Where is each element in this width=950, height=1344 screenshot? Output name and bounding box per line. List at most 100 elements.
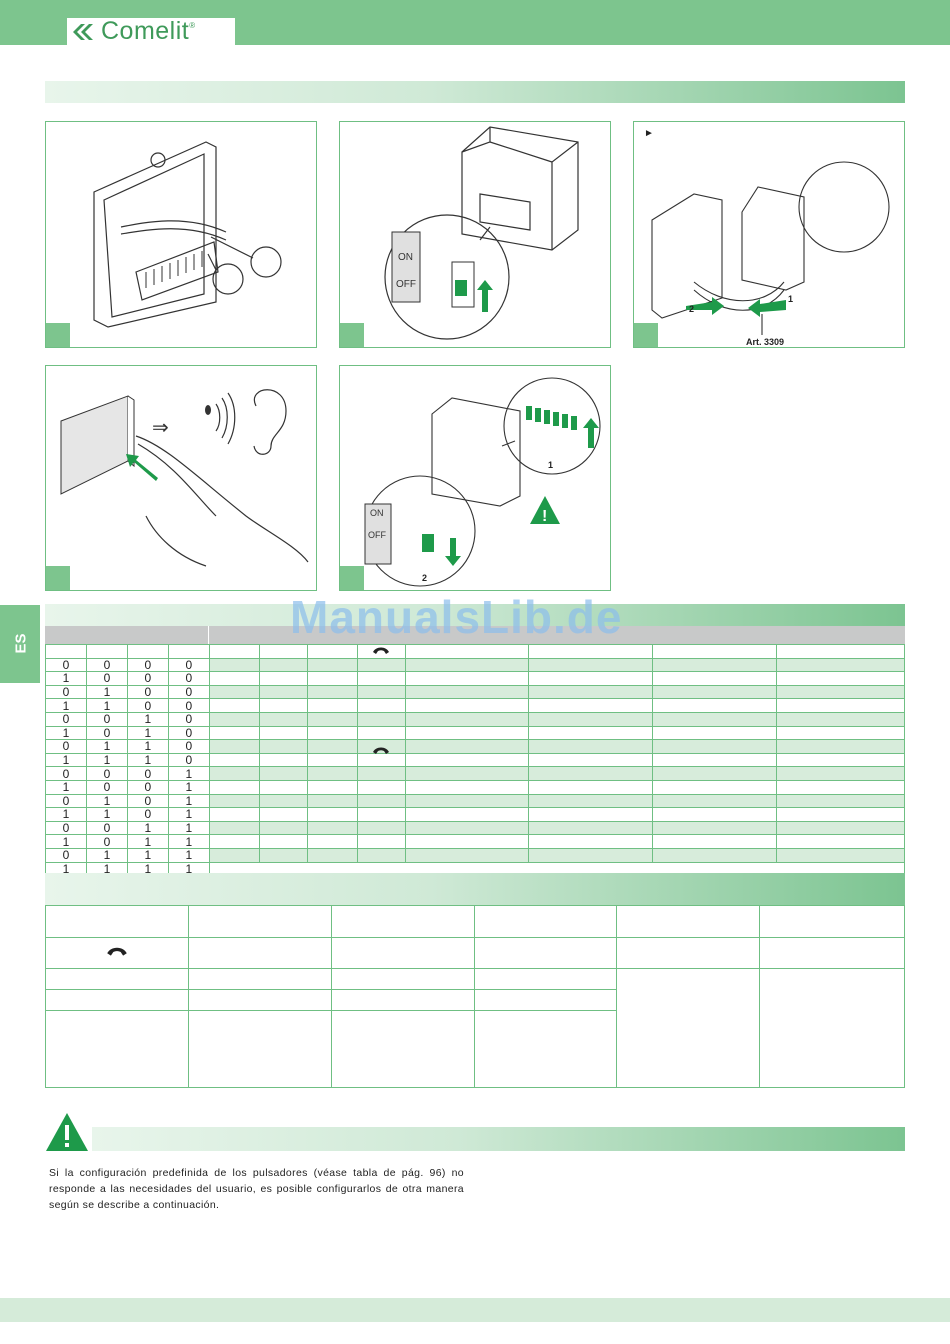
dip-bit-cell: 0 bbox=[126, 779, 169, 795]
dip-bit-cell: 1 bbox=[45, 834, 87, 849]
dip-bit-cell: 0 bbox=[85, 711, 128, 727]
dip-bit-cell: 0 bbox=[126, 793, 169, 809]
figure-2-switch: ON OFF bbox=[339, 121, 611, 348]
dip-bit-cell: 1 bbox=[45, 779, 87, 795]
svg-text:ON: ON bbox=[398, 252, 413, 263]
dip-bit-cell: 0 bbox=[167, 671, 210, 686]
dip-bit-cell: 0 bbox=[85, 766, 128, 781]
dip-bit-cell: 1 bbox=[85, 752, 128, 768]
figure-number-badge bbox=[46, 323, 70, 347]
dip-bit-cell: 1 bbox=[45, 752, 87, 768]
dip-bit-cell: 0 bbox=[126, 807, 169, 822]
switch-illustration: ON OFF bbox=[384, 126, 579, 340]
dip-bit-cell: 0 bbox=[45, 684, 87, 700]
handset-icon bbox=[373, 647, 390, 655]
svg-text:!: ! bbox=[542, 508, 547, 525]
dip-bit-cell: 1 bbox=[167, 807, 210, 822]
dip-bit-cell: 1 bbox=[167, 834, 210, 849]
dip-bit-cell: 0 bbox=[45, 711, 87, 727]
dip-bit-cell: 1 bbox=[126, 752, 169, 768]
figure-number-badge bbox=[340, 566, 364, 590]
dip-bit-cell: 1 bbox=[167, 766, 210, 781]
dip-bit-cell: 0 bbox=[85, 671, 128, 686]
svg-text:►: ► bbox=[644, 128, 654, 139]
dip-bit-cell: 0 bbox=[126, 684, 169, 700]
cable-illustration: ► 2 1 Art. 3309 bbox=[644, 128, 890, 347]
dip-bit-cell: 0 bbox=[126, 671, 169, 686]
footer-bar bbox=[0, 1298, 950, 1322]
press-illustration: ⇒ bbox=[60, 389, 309, 567]
dip-bit-cell: 1 bbox=[85, 793, 128, 809]
figure-1-wiring bbox=[45, 121, 317, 348]
dip-bit-cell: 0 bbox=[126, 698, 169, 713]
dip-bit-cell: 0 bbox=[167, 657, 210, 673]
dip-bit-cell: 0 bbox=[45, 657, 87, 673]
figure-3-cable: ► 2 1 Art. 3309 bbox=[633, 121, 905, 348]
dip-bit-cell: 0 bbox=[167, 752, 210, 768]
dip-bit-cell: 1 bbox=[126, 834, 169, 849]
dip-bit-cell: 1 bbox=[126, 847, 169, 863]
dip-bit-cell: 0 bbox=[167, 725, 210, 741]
wiring-illustration bbox=[93, 141, 282, 328]
handset-icon bbox=[373, 747, 389, 754]
svg-text:OFF: OFF bbox=[396, 279, 416, 290]
dip-bit-cell: 0 bbox=[85, 725, 128, 741]
dip-bit-cell: 0 bbox=[45, 739, 87, 754]
svg-text:2: 2 bbox=[689, 304, 694, 314]
language-tab-label: ES bbox=[12, 633, 30, 654]
dip-bit-cell: 0 bbox=[45, 766, 87, 781]
dip-bit-cell: 1 bbox=[85, 684, 128, 700]
dip-bit-cell: 0 bbox=[45, 820, 87, 836]
dip-bit-cell: 0 bbox=[85, 834, 128, 849]
svg-text:ON: ON bbox=[370, 508, 384, 518]
section-title-bar bbox=[45, 81, 905, 103]
config-table-title-bar bbox=[45, 873, 905, 905]
dip-bit-cell: 1 bbox=[85, 807, 128, 822]
dip-bit-cell: 0 bbox=[85, 657, 128, 673]
watermark: ManualsLib.de bbox=[290, 591, 623, 643]
comelit-mark-icon bbox=[73, 23, 93, 40]
dip-bit-cell: 1 bbox=[85, 847, 128, 863]
warning-title-bar bbox=[92, 1127, 905, 1151]
warning-icon bbox=[46, 1113, 88, 1151]
dip-bit-cell: 1 bbox=[45, 861, 87, 877]
figure-number-badge bbox=[634, 323, 658, 347]
svg-text:1: 1 bbox=[548, 460, 553, 470]
dip-bit-cell: 1 bbox=[126, 725, 169, 741]
dip-bit-cell: 1 bbox=[45, 725, 87, 741]
dip-bit-cell: 0 bbox=[45, 793, 87, 809]
figure-4-press: ⇒ bbox=[45, 365, 317, 591]
dip-bit-cell: 0 bbox=[167, 698, 210, 713]
dip-bit-cell: 0 bbox=[167, 711, 210, 727]
dip-bit-cell: 1 bbox=[85, 698, 128, 713]
dip-bit-cell: 1 bbox=[126, 711, 169, 727]
dip-bit-cell: 0 bbox=[85, 820, 128, 836]
figure-number-badge bbox=[46, 566, 70, 590]
dip-bit-cell: 0 bbox=[167, 684, 210, 700]
dip-bit-cell: 1 bbox=[167, 820, 210, 836]
configuration-paragraph: Si la configuración predefinida de los p… bbox=[49, 1167, 464, 1211]
dip-bit-cell: 1 bbox=[45, 698, 87, 713]
svg-text:⇒: ⇒ bbox=[152, 417, 169, 439]
brand-name: Comelit bbox=[101, 17, 190, 45]
dip-bit-cell: 0 bbox=[126, 766, 169, 781]
dip-table-title-bar bbox=[45, 604, 905, 626]
dip-table-header bbox=[45, 626, 905, 644]
figure-number-badge bbox=[340, 323, 364, 347]
dip-bit-cell: 0 bbox=[85, 779, 128, 795]
svg-text:Art. 3309: Art. 3309 bbox=[746, 337, 784, 347]
